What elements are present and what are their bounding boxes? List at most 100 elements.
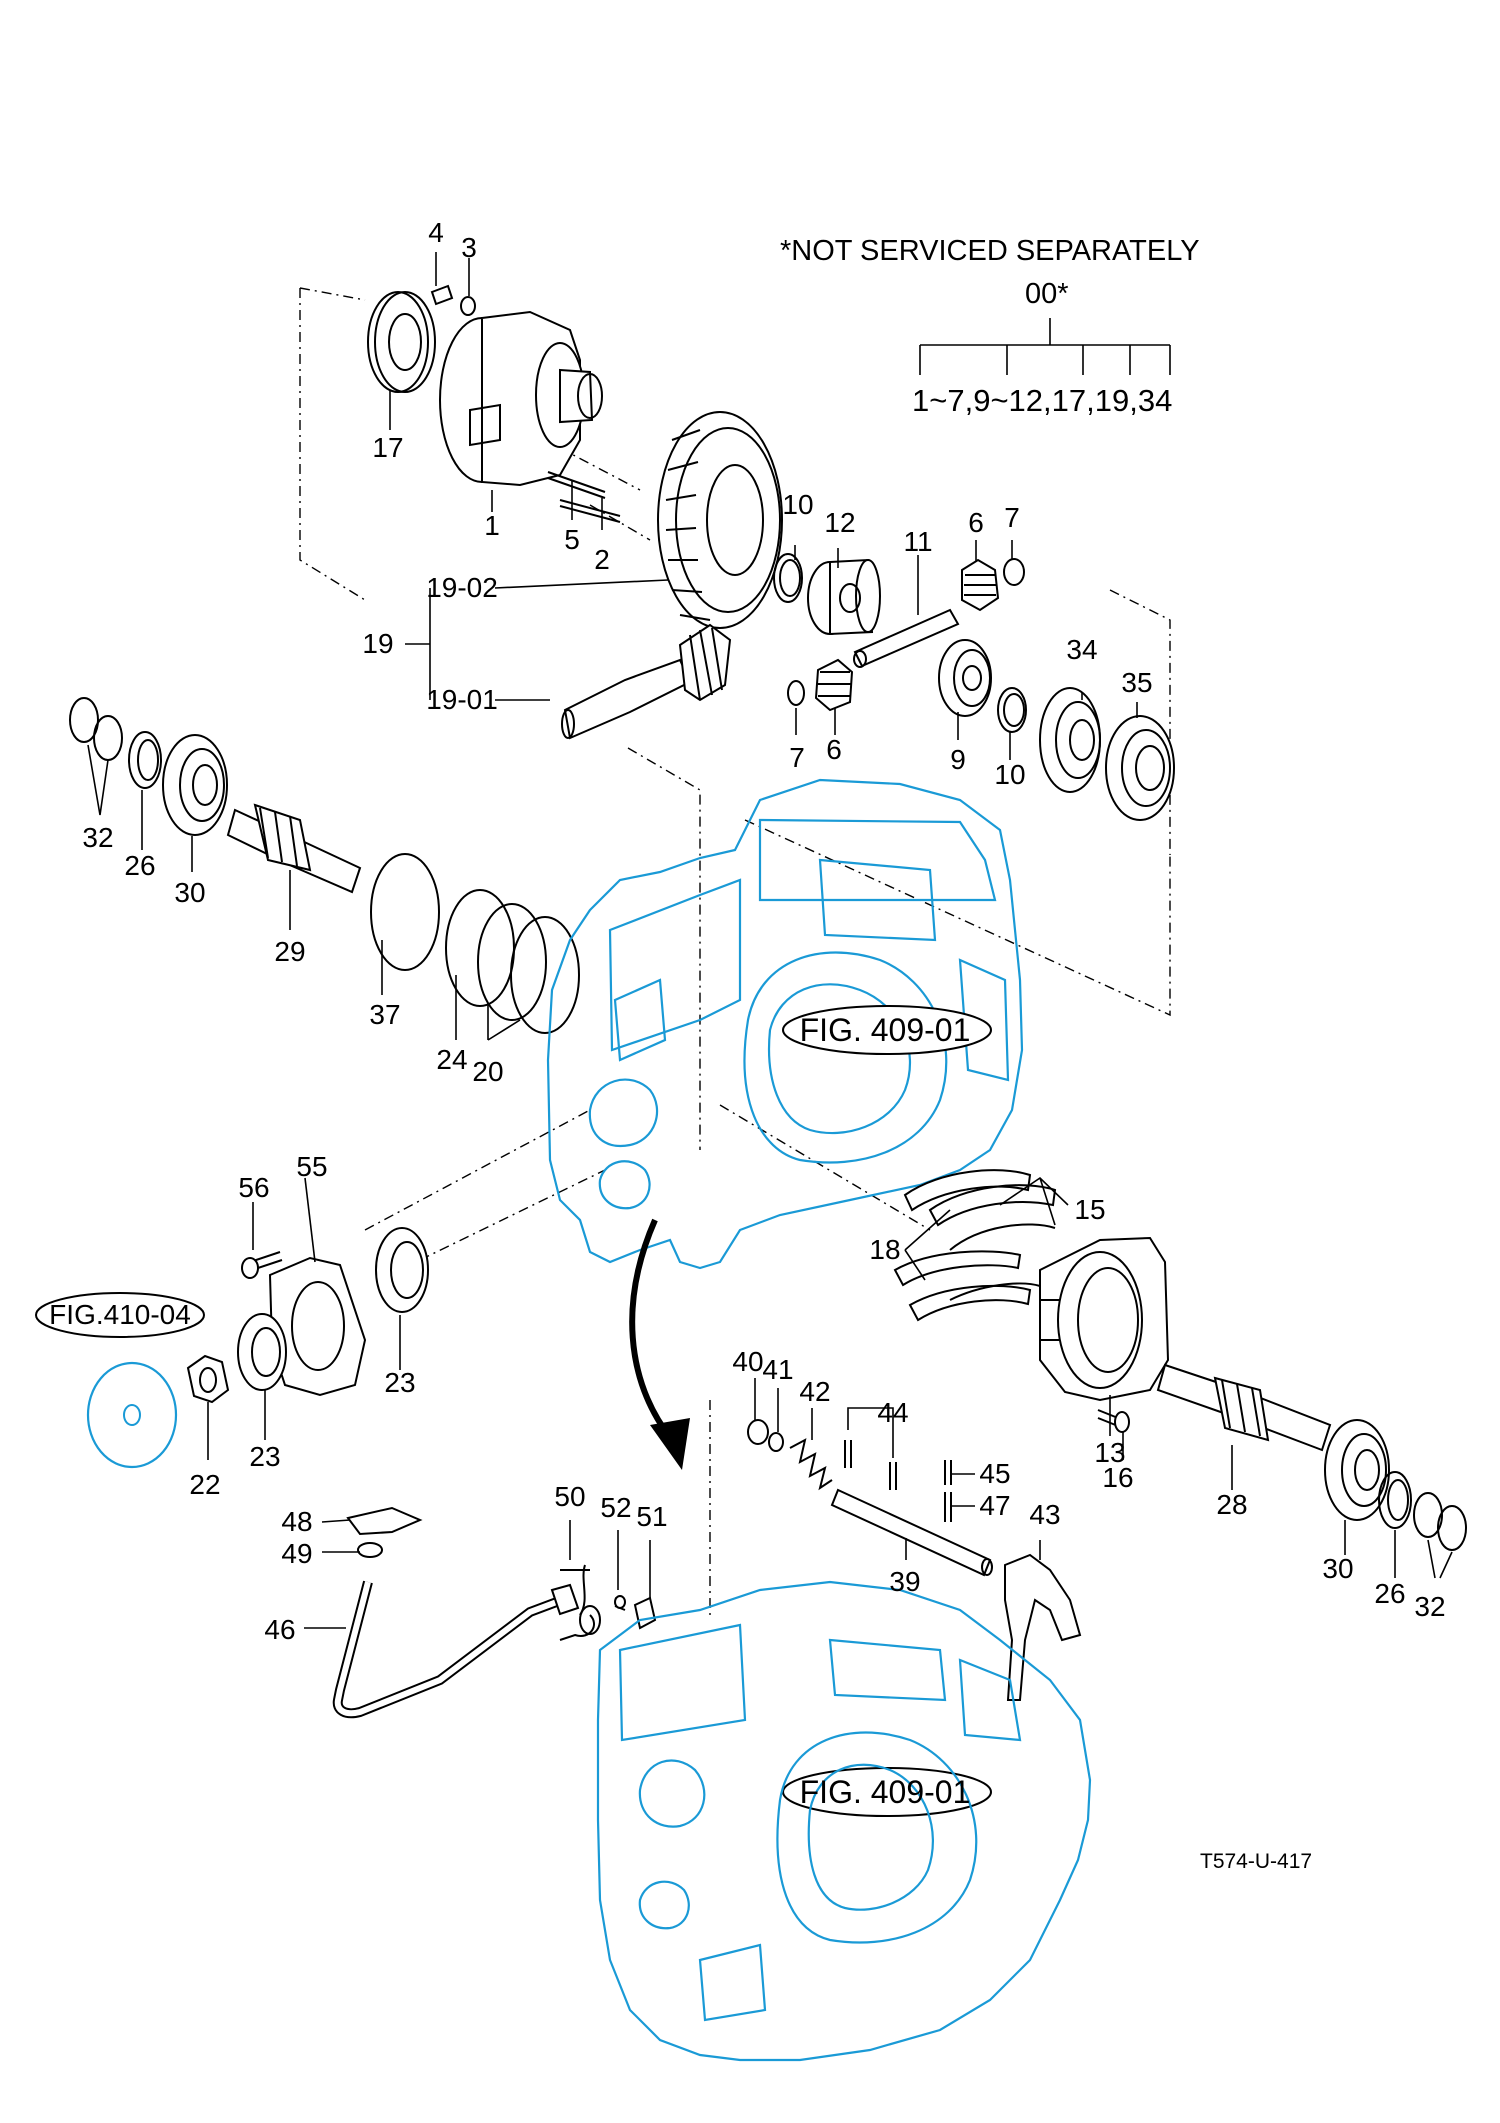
plate-55	[268, 1256, 367, 1397]
fig-ref-oval-upper	[782, 1005, 992, 1055]
transmission-case-upper	[546, 778, 1024, 1270]
callout-6b: 6	[826, 734, 842, 765]
pin-5	[547, 471, 606, 499]
callout-44: 44	[877, 1397, 909, 1428]
washer-41	[768, 1432, 784, 1452]
snap-rings-32b	[1413, 1492, 1467, 1551]
pinion-gear-6a	[961, 558, 1000, 612]
shim-26b	[1378, 1471, 1412, 1529]
ring-gear-19-02	[657, 411, 783, 629]
shaft-11	[853, 608, 960, 668]
washer-10a	[773, 553, 803, 603]
callout-56: 56	[238, 1172, 270, 1203]
callout-1: 1	[484, 510, 500, 541]
diff-case-1	[439, 310, 603, 487]
callout-3: 3	[461, 232, 477, 263]
callout-26a: 26	[124, 850, 156, 881]
washer-7a	[1003, 558, 1025, 586]
callout-20: 20	[472, 1056, 504, 1087]
callout-30a: 30	[174, 877, 206, 908]
callout-2: 2	[594, 544, 610, 575]
drawing-code: T574-U-417	[1200, 1850, 1313, 1873]
callout-43: 43	[1029, 1499, 1061, 1530]
callout-23a: 23	[384, 1367, 416, 1398]
callout-24: 24	[436, 1044, 468, 1075]
callout-13: 13	[1094, 1437, 1126, 1468]
washer-40	[747, 1419, 769, 1445]
bearing-housing-13	[1039, 1236, 1170, 1402]
callout-35: 35	[1121, 667, 1153, 698]
side-gear-9	[938, 639, 992, 717]
washer-3	[460, 296, 476, 316]
bolt-52	[614, 1595, 626, 1611]
callout-19-02: 19-02	[426, 572, 498, 603]
group-members: 1~7,9~12,17,19,34	[912, 383, 1173, 418]
bolt-16	[1097, 1409, 1130, 1433]
pin-2	[559, 499, 621, 523]
callout-22: 22	[189, 1469, 221, 1500]
bearing-35	[1105, 715, 1175, 821]
rings-20	[477, 903, 580, 1034]
callout-19-01: 19-01	[426, 684, 498, 715]
fig-ref-upper-case[interactable]: FIG. 409-01	[799, 1012, 971, 1048]
gaskets-15-18	[893, 1169, 1057, 1322]
callout-4: 4	[428, 217, 444, 248]
shift-fork-43	[1004, 1553, 1082, 1701]
bearing-30a	[162, 734, 228, 836]
callout-46: 46	[264, 1614, 296, 1645]
callout-5: 5	[564, 524, 580, 555]
callout-48: 48	[281, 1506, 313, 1537]
fig-ref-oval-cover	[35, 1292, 205, 1338]
plate-48	[346, 1506, 423, 1536]
callout-52: 52	[600, 1492, 632, 1523]
bolt-4	[430, 284, 454, 306]
bearing-30b	[1324, 1419, 1390, 1521]
snap-ring-37	[370, 853, 440, 971]
group-code: 00*	[1025, 278, 1069, 310]
shaft-29	[226, 803, 362, 894]
bolt-56	[241, 1251, 283, 1279]
callout-28: 28	[1216, 1489, 1248, 1520]
pinion-shaft-19-01	[561, 623, 732, 740]
callout-32a: 32	[82, 822, 114, 853]
pin-45	[944, 1460, 952, 1485]
cover-plate	[86, 1361, 178, 1469]
callout-7a: 7	[1004, 502, 1020, 533]
shim-26a	[128, 731, 162, 789]
callout-10a: 10	[782, 489, 814, 520]
callout-37: 37	[369, 999, 401, 1030]
callout-12: 12	[824, 507, 856, 538]
fig-ref-lower-case[interactable]: FIG. 409-01	[799, 1774, 971, 1810]
clip-51	[633, 1596, 657, 1630]
callout-15: 15	[1074, 1194, 1106, 1225]
shaft-28	[1156, 1363, 1332, 1452]
transmission-case-lower	[596, 1580, 1092, 2062]
callout-47: 47	[979, 1490, 1011, 1521]
callout-30b: 30	[1322, 1553, 1354, 1584]
callout-10b: 10	[994, 759, 1026, 790]
callout-26b: 26	[1374, 1578, 1406, 1609]
callout-19: 19	[362, 628, 394, 659]
callout-29: 29	[274, 936, 306, 967]
callout-51: 51	[636, 1501, 668, 1532]
fig-ref-cover-plate[interactable]: FIG.410-04	[49, 1299, 191, 1330]
seal-23a	[375, 1227, 429, 1313]
callout-40: 40	[732, 1346, 764, 1377]
callout-32b: 32	[1414, 1591, 1446, 1622]
side-gear-12	[807, 558, 881, 636]
pinion-gear-6b	[814, 658, 854, 712]
washer-10b	[997, 687, 1027, 733]
spring-42	[789, 1438, 833, 1491]
nut-49	[357, 1542, 383, 1558]
group-bracket	[919, 318, 1171, 375]
callout-17: 17	[372, 432, 404, 463]
leader-lines	[87, 252, 1453, 1629]
seal-23b	[237, 1313, 287, 1391]
callout-49: 49	[281, 1538, 313, 1569]
callout-41: 41	[762, 1354, 794, 1385]
lock-nut-34	[1039, 687, 1101, 793]
shift-rod-39	[830, 1488, 993, 1577]
callout-9: 9	[950, 744, 966, 775]
rod-46	[332, 1580, 580, 1719]
